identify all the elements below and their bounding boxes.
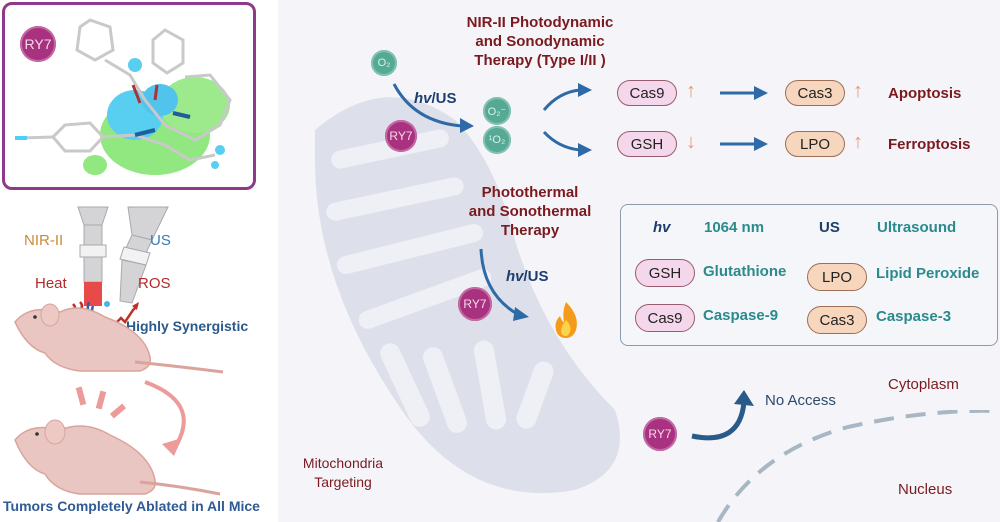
nucleus-label: Nucleus bbox=[898, 481, 953, 498]
hv-text: hv bbox=[506, 268, 524, 285]
ry7-badge: RY7 bbox=[20, 26, 56, 62]
molecule-structure-frame: RY7 bbox=[2, 2, 256, 190]
gsh-pill: GSH bbox=[617, 131, 677, 157]
pdt-arrow-icon bbox=[392, 83, 474, 133]
arrow-up-icon: ↑ bbox=[853, 131, 863, 153]
cas3-pill: Cas3 bbox=[785, 80, 845, 106]
legend-key-hv: hv bbox=[653, 219, 671, 236]
nir-ii-label: NIR-II bbox=[24, 232, 64, 249]
ptt-arrow-icon bbox=[479, 248, 529, 321]
nuclear-membrane bbox=[716, 410, 999, 522]
us-text: /US bbox=[523, 268, 549, 285]
superoxide-icon: O₂⁻ bbox=[483, 97, 511, 125]
singlet-oxygen-icon: ¹O₂ bbox=[483, 126, 511, 154]
legend-value-ultrasound: Ultrasound bbox=[877, 219, 957, 236]
ptt-title-line: and Sonothermal bbox=[468, 203, 592, 220]
outcome-caption: Tumors Completely Ablated in All Mice bbox=[3, 498, 260, 514]
legend-key-cas3: Cas3 bbox=[807, 306, 867, 334]
legend-key-gsh: GSH bbox=[635, 259, 695, 287]
hv-text: hv bbox=[414, 90, 432, 107]
ptt-title-line: Photothermal bbox=[481, 184, 579, 201]
ry7-agent-pdt: RY7 bbox=[385, 120, 417, 152]
laser-and-ultrasound-probes bbox=[77, 206, 169, 306]
legend-value-lipid-peroxide: Lipid Peroxide bbox=[876, 265, 980, 282]
legend-value-caspase-3: Caspase-3 bbox=[876, 308, 952, 325]
heat-label: Heat bbox=[35, 275, 67, 292]
apoptosis-label: Apoptosis bbox=[888, 85, 962, 102]
legend-key-cas9: Cas9 bbox=[635, 304, 695, 332]
mouse-treated-icon bbox=[14, 303, 224, 374]
pdt-trigger-label: hv/US bbox=[414, 90, 457, 107]
ry7-agent-ptt: RY7 bbox=[458, 287, 492, 321]
curved-arrow-down-icon bbox=[144, 380, 186, 456]
branch-arrows-icon bbox=[542, 83, 592, 157]
ptt-title-line: Therapy bbox=[500, 222, 560, 239]
flame-icon bbox=[555, 302, 577, 338]
no-access-label: No Access bbox=[765, 392, 836, 409]
cas9-pill: Cas9 bbox=[617, 80, 677, 106]
synergy-label: Highly Synergistic bbox=[126, 318, 249, 334]
molecule-structure-illustration bbox=[15, 18, 232, 175]
left-panel: RY7 NIR-II US Heat ROS Highly Synergisti… bbox=[0, 0, 278, 522]
ferroptosis-label: Ferroptosis bbox=[888, 136, 971, 153]
deflected-arrow-icon bbox=[691, 390, 754, 441]
us-label: US bbox=[150, 232, 171, 249]
pdt-title: NIR-II Photodynamic and Sonodynamic Ther… bbox=[450, 13, 630, 70]
ptt-title: Photothermal and Sonothermal Therapy bbox=[460, 183, 600, 240]
legend-value-glutathione: Glutathione bbox=[703, 263, 787, 280]
oxygen-molecule-icon: O₂ bbox=[371, 50, 397, 76]
legend-value-caspase-9: Caspase-9 bbox=[703, 307, 779, 324]
mito-label-line: Mitochondria bbox=[302, 455, 384, 471]
ptt-trigger-label: hv/US bbox=[506, 268, 549, 285]
pdt-title-line: NIR-II Photodynamic bbox=[466, 14, 614, 31]
arrow-up-icon: ↑ bbox=[853, 80, 863, 102]
pdt-title-line: and Sonodynamic bbox=[475, 33, 605, 50]
arrow-right-icon bbox=[720, 137, 768, 151]
mito-targeting-label: Mitochondria Targeting bbox=[298, 454, 388, 492]
lpo-pill: LPO bbox=[785, 131, 845, 157]
legend-key-lpo: LPO bbox=[807, 263, 867, 291]
mito-label-line: Targeting bbox=[314, 474, 372, 490]
legend-value-wavelength: 1064 nm bbox=[704, 219, 765, 236]
ros-label: ROS bbox=[138, 275, 171, 292]
pdt-title-line: Therapy (Type I/II ) bbox=[474, 52, 606, 69]
arrow-down-icon: ↓ bbox=[686, 131, 696, 153]
ry7-agent-nucleus: RY7 bbox=[643, 417, 677, 451]
arrow-up-icon: ↑ bbox=[686, 80, 696, 102]
us-text: /US bbox=[431, 90, 457, 107]
legend-box: hv 1064 nm US Ultrasound GSH Glutathione… bbox=[620, 204, 998, 346]
ablation-marks-icon bbox=[75, 386, 127, 419]
arrow-right-icon bbox=[720, 86, 768, 100]
mouse-cured-icon bbox=[14, 419, 221, 496]
legend-key-us: US bbox=[819, 219, 840, 236]
cytoplasm-label: Cytoplasm bbox=[888, 376, 959, 393]
